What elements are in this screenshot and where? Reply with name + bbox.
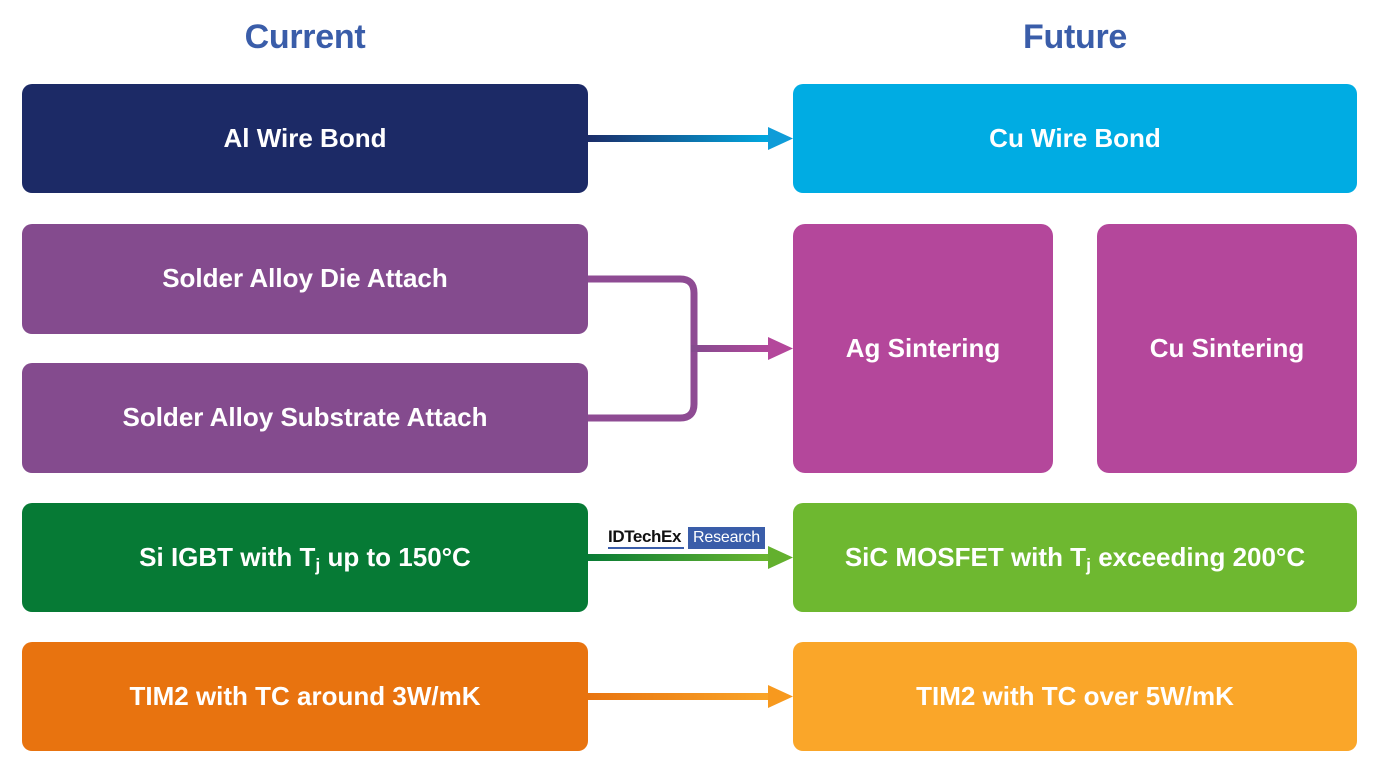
idtechex-research-badge: Research [688,527,765,549]
node-tim2-future[interactable]: TIM2 with TC over 5W/mK [793,642,1357,751]
arrow-si-igbt-to-sic-mosfet [585,546,793,569]
node-si-igbt-label-subscript: j [315,554,321,575]
node-solder-alloy-die-attach-label: Solder Alloy Die Attach [162,263,448,294]
node-tim2-future-label: TIM2 with TC over 5W/mK [916,680,1234,711]
node-cu-wire-bond[interactable]: Cu Wire Bond [793,84,1357,193]
node-al-wire-bond[interactable]: Al Wire Bond [22,84,588,193]
node-ag-sintering[interactable]: Ag Sintering [793,224,1053,473]
node-sic-mosfet-label: SiC MOSFET with Tj exceeding 200°C [844,541,1306,575]
node-si-igbt-label-post: up to 150°C [320,541,471,572]
node-tim2-current-label: TIM2 with TC around 3W/mK [129,680,481,711]
node-al-wire-bond-label: Al Wire Bond [223,122,387,153]
node-tim2-current[interactable]: TIM2 with TC around 3W/mK [22,642,588,751]
node-sic-mosfet-label-pre: SiC MOSFET with T [844,541,1087,572]
node-solder-alloy-substrate-attach[interactable]: Solder Alloy Substrate Attach [22,363,588,473]
node-cu-sintering-label: Cu Sintering [1149,332,1305,363]
node-sic-mosfet[interactable]: SiC MOSFET with Tj exceeding 200°C [793,503,1357,612]
node-si-igbt-label-pre: Si IGBT with T [139,541,316,572]
arrow-tim2-current-to-future [585,685,793,708]
arrow-al-to-cu-wire-bond [585,127,793,150]
node-solder-alloy-substrate-attach-label: Solder Alloy Substrate Attach [122,402,488,433]
node-cu-wire-bond-label: Cu Wire Bond [989,122,1161,153]
idtechex-brand-text: IDTechEx [608,527,685,549]
node-sic-mosfet-label-subscript: j [1086,554,1091,575]
node-sic-mosfet-label-post: exceeding 200°C [1090,541,1306,572]
idtechex-research-watermark: IDTechEx Research [608,527,765,549]
node-cu-sintering[interactable]: Cu Sintering [1097,224,1357,473]
node-solder-alloy-die-attach[interactable]: Solder Alloy Die Attach [22,224,588,334]
node-si-igbt-label: Si IGBT with Tj up to 150°C [139,541,471,575]
column-header-future: Future [1023,18,1127,56]
column-header-current: Current [244,18,366,56]
node-si-igbt[interactable]: Si IGBT with Tj up to 150°C [22,503,588,612]
node-ag-sintering-label: Ag Sintering [845,332,1001,363]
arrow-solder-merge-to-ag-sintering [586,275,793,422]
